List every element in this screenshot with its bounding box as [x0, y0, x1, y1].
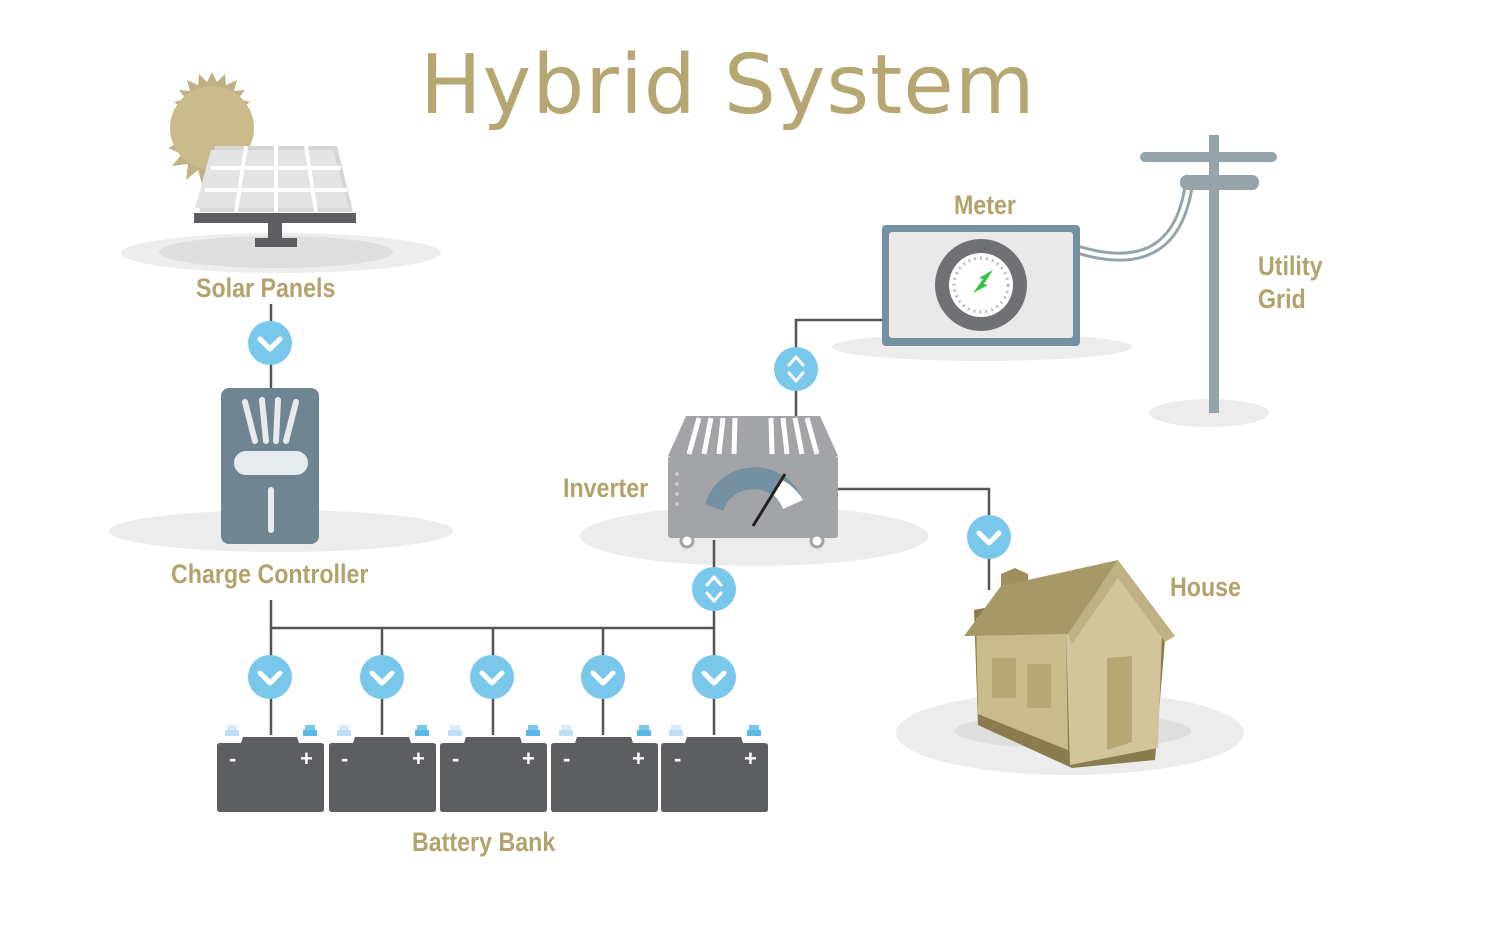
- arrow-down-icon: [470, 655, 514, 699]
- battery-positive-sign: +: [522, 746, 535, 771]
- arrow-down-icon: [692, 655, 736, 699]
- meter-label: Meter: [954, 190, 1016, 220]
- inverter-label: Inverter: [563, 473, 649, 503]
- arrow-down-icon: [581, 655, 625, 699]
- arrow-updown-icon: [690, 565, 738, 613]
- battery-positive-sign: +: [632, 746, 645, 771]
- inverter-icon: [668, 416, 838, 549]
- meter-icon: [882, 174, 1195, 346]
- arrow-updown-icon: [772, 345, 820, 393]
- arrow-down-icon: [967, 515, 1011, 559]
- page-title: Hybrid System: [420, 38, 1036, 133]
- solar-panels-label: Solar Panels: [196, 273, 336, 303]
- battery-bank-label: Battery Bank: [412, 827, 556, 857]
- battery-positive-sign: +: [412, 746, 425, 771]
- utility-grid-label-line2: Grid: [1258, 284, 1306, 314]
- utility-grid-label-line1: Utility: [1258, 251, 1323, 281]
- charge-controller-label: Charge Controller: [171, 559, 369, 589]
- battery-positive-sign: +: [744, 746, 757, 771]
- battery-negative-sign: -: [563, 746, 570, 771]
- solar-panel-icon: [194, 145, 356, 247]
- battery-negative-sign: -: [452, 746, 459, 771]
- house-label: House: [1170, 572, 1241, 602]
- arrow-down-icon: [248, 321, 292, 365]
- battery-negative-sign: -: [229, 746, 236, 771]
- arrow-down-icon: [248, 655, 292, 699]
- utility-grid-label: Utility Grid: [1258, 250, 1323, 316]
- battery-negative-sign: -: [674, 746, 681, 771]
- battery-negative-sign: -: [341, 746, 348, 771]
- arrow-down-icon: [360, 655, 404, 699]
- flow-arrows: [248, 321, 1011, 699]
- utility-pole-icon: [1140, 135, 1277, 413]
- house-icon: [964, 560, 1175, 768]
- charge-controller-icon: [221, 388, 319, 544]
- battery-positive-sign: +: [300, 746, 313, 771]
